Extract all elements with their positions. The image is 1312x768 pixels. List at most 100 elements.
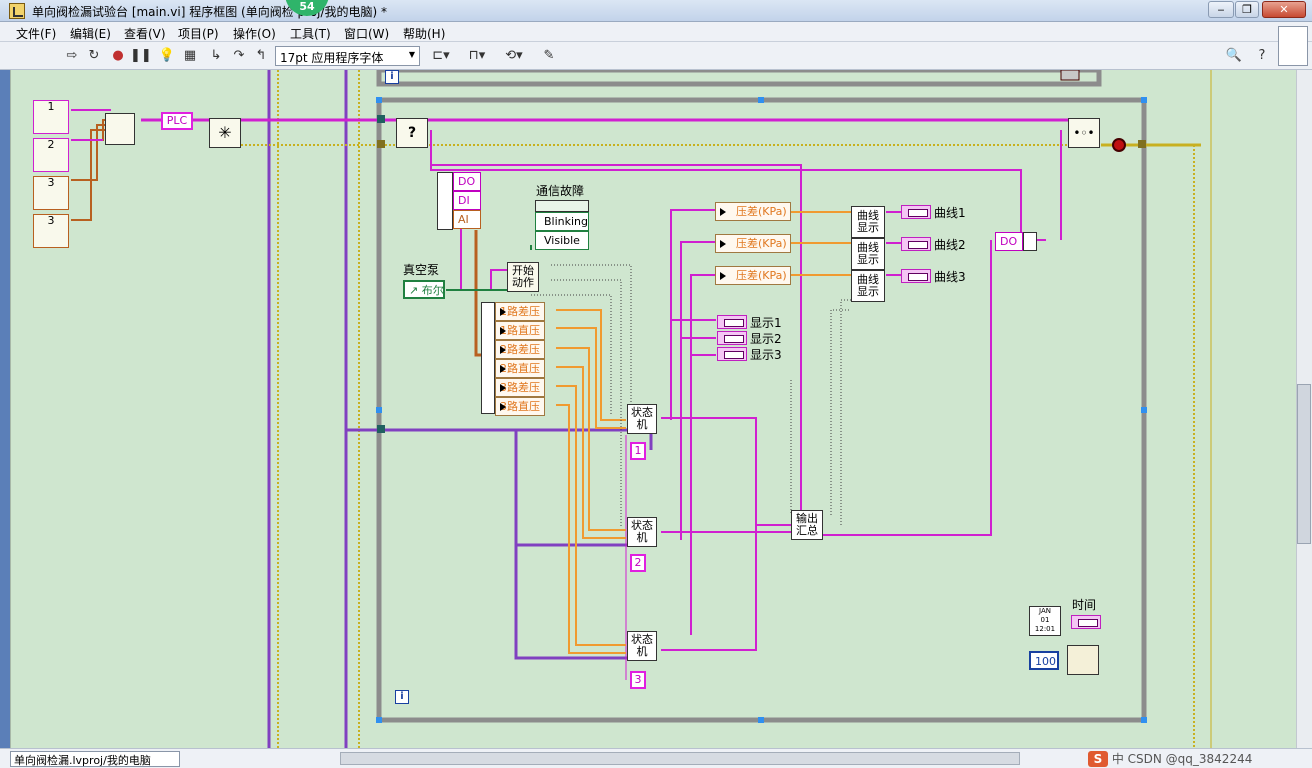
bool-const-text: 布尔 [421, 284, 444, 297]
menu-view[interactable]: 查看(V) [124, 27, 166, 41]
wait-ms-node[interactable] [1067, 645, 1099, 675]
step-into-icon[interactable]: ↳ [210, 48, 222, 63]
unbundle-2-direct[interactable]: 2路直压 [495, 359, 545, 378]
case-selector[interactable]: ? [396, 118, 428, 148]
property-visible[interactable]: Visible [535, 231, 589, 250]
ime-area: S 中 CSDN @qq_3842244 [1088, 750, 1252, 767]
display-3-terminal[interactable] [717, 347, 747, 361]
vi-icon-pane[interactable] [1278, 26, 1308, 66]
error-cluster-node[interactable]: ✳ [209, 118, 241, 148]
output-summary-subvi[interactable]: 输出 汇总 [791, 510, 823, 540]
run-continuous-icon[interactable]: ↻ [88, 48, 100, 63]
labview-app-icon [9, 3, 25, 19]
maximize-button[interactable]: ❐ [1235, 1, 1259, 18]
block-diagram-canvas[interactable]: 1 2 3 3 PLC ✳ ? •◦• DO DI AI 通信故障 Blinki… [10, 70, 1296, 748]
plc-port-2[interactable]: 2 [33, 138, 69, 172]
vacuum-pump-label: 真空泵 [403, 263, 440, 277]
title-bar: 单向阀检漏试验台 [main.vi] 程序框图 (单向阀检 proj/我的电脑)… [0, 0, 1312, 22]
vertical-scroll-thumb[interactable] [1297, 384, 1311, 544]
menu-tools[interactable]: 工具(T) [290, 27, 331, 41]
reorder-icon[interactable]: ⟲▾ [505, 48, 523, 63]
help-icon[interactable]: ? [1258, 48, 1266, 63]
unbundle-1-direct[interactable]: 1路直压 [495, 321, 545, 340]
desktop-strip [0, 70, 10, 748]
pause-icon[interactable]: ❚❚ [130, 48, 152, 63]
cleanup-icon[interactable]: ✎ [543, 48, 555, 63]
display-1-terminal[interactable] [717, 315, 747, 329]
plc-port-1[interactable]: 1 [33, 100, 69, 134]
start-action-subvi[interactable]: 开始 动作 [507, 262, 539, 292]
pressure-diff-1[interactable]: 压差(KPa) [715, 202, 791, 221]
font-select[interactable]: 17pt 应用程序字体 [275, 46, 420, 66]
state-machine-subvi-1[interactable]: 状态 机 [627, 404, 657, 434]
state-const-1[interactable]: 1 [630, 442, 646, 460]
do-bundle[interactable]: DO [995, 232, 1023, 251]
property-node-header [535, 200, 589, 212]
menu-window[interactable]: 窗口(W) [344, 27, 390, 41]
distribute-icon[interactable]: ⊓▾ [468, 48, 486, 63]
menu-help[interactable]: 帮助(H) [403, 27, 446, 41]
menu-file[interactable]: 文件(F) [16, 27, 57, 41]
curve-1-terminal[interactable] [901, 205, 931, 219]
horizontal-scrollbar[interactable] [340, 752, 1020, 765]
align-icon[interactable]: ⊏▾ [432, 48, 450, 63]
curve-display-subvi-2[interactable]: 曲线 显示 [851, 238, 885, 270]
property-blinking[interactable]: Blinking [535, 212, 589, 231]
port-number: 3 [47, 176, 55, 189]
abort-icon[interactable]: ● [112, 48, 124, 63]
curve-3-terminal[interactable] [901, 269, 931, 283]
plc-port-3[interactable]: 3 [33, 176, 69, 210]
sogou-ime-icon[interactable]: S [1088, 751, 1108, 767]
close-button[interactable]: ✕ [1262, 1, 1306, 18]
unbundle-3-diff[interactable]: 3路差压 [495, 378, 545, 397]
cluster-do[interactable]: DO [453, 172, 481, 191]
run-arrow-icon[interactable]: ⇨ [66, 48, 78, 63]
state-const-3[interactable]: 3 [630, 671, 646, 689]
project-path[interactable]: 单向阀检漏.lvproj/我的电脑 [10, 751, 180, 767]
step-out-icon[interactable]: ↰ [255, 48, 267, 63]
loop-iteration-terminal: i [395, 690, 409, 704]
curve-display-subvi-1[interactable]: 曲线 显示 [851, 206, 885, 238]
unbundle-2-diff[interactable]: 2路差压 [495, 340, 545, 359]
bundle-arrow[interactable] [1023, 232, 1037, 251]
display-2-terminal[interactable] [717, 331, 747, 345]
cluster-di[interactable]: DI [453, 191, 481, 210]
curve-display-subvi-3[interactable]: 曲线 显示 [851, 270, 885, 302]
port-number: 1 [47, 100, 55, 113]
menu-operate[interactable]: 操作(O) [233, 27, 276, 41]
vacuum-pump-bool-const[interactable]: ↗ 布尔 [403, 280, 445, 299]
step-over-icon[interactable]: ↷ [233, 48, 245, 63]
display-3-label: 显示3 [750, 348, 782, 362]
info-text: i [400, 691, 404, 702]
search-icon[interactable]: 🔍 [1225, 48, 1243, 63]
time-label: 时间 [1072, 598, 1097, 612]
unbundle-1-diff[interactable]: 1路差压 [495, 302, 545, 321]
unbundle-3-direct[interactable]: 3路直压 [495, 397, 545, 416]
minimize-button[interactable]: ‒ [1208, 1, 1234, 18]
merge-error-node[interactable]: •◦• [1068, 118, 1100, 148]
curve-2-terminal[interactable] [901, 237, 931, 251]
retain-wire-icon[interactable]: ▦ [183, 48, 197, 63]
plc-constant[interactable]: PLC [161, 112, 193, 130]
curve-3-label: 曲线3 [934, 270, 966, 284]
unbundle-arrow[interactable] [437, 172, 453, 230]
display-2-label: 显示2 [750, 332, 782, 346]
highlight-bulb-icon[interactable]: 💡 [158, 48, 176, 63]
comm-fault-label: 通信故障 [536, 184, 585, 198]
notification-badge[interactable]: 54 [285, 0, 329, 16]
pressure-diff-2[interactable]: 压差(KPa) [715, 234, 791, 253]
unbundle-by-name-arrow[interactable] [481, 302, 495, 414]
port-number: 2 [47, 138, 55, 151]
state-const-2[interactable]: 2 [630, 554, 646, 572]
wait-ms-const[interactable]: 100 [1029, 651, 1059, 670]
state-machine-subvi-3[interactable]: 状态 机 [627, 631, 657, 661]
menu-project[interactable]: 项目(P) [178, 27, 219, 41]
plc-port-4[interactable]: 3 [33, 214, 69, 248]
pressure-diff-3[interactable]: 压差(KPa) [715, 266, 791, 285]
cluster-ai[interactable]: AI [453, 210, 481, 229]
menu-edit[interactable]: 编辑(E) [70, 27, 111, 41]
time-string-terminal[interactable] [1071, 615, 1101, 629]
state-machine-subvi-2[interactable]: 状态 机 [627, 517, 657, 547]
build-array-node[interactable] [105, 113, 135, 145]
